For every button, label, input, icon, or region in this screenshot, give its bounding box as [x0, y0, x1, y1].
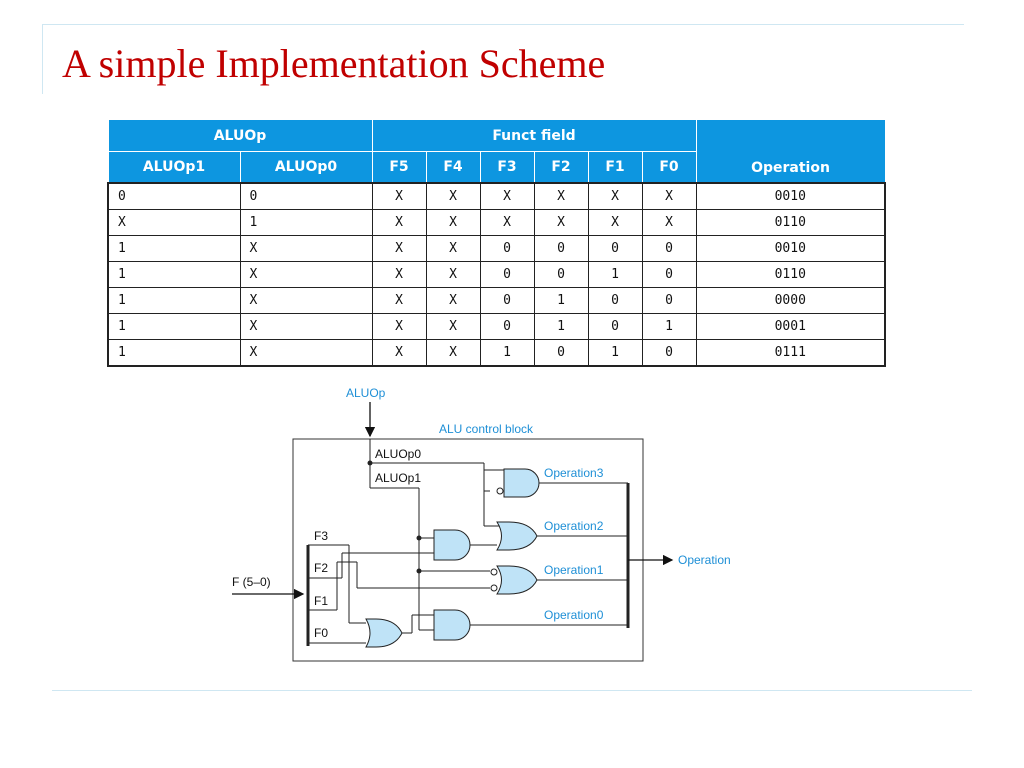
table-cell: X	[479, 209, 535, 236]
aluop1-label: ALUOp1	[375, 471, 421, 485]
f0-label: F0	[314, 626, 328, 640]
subheader-aluop1: ALUOp1	[107, 151, 241, 184]
operation-cell: 0001	[695, 313, 886, 340]
table-cell: 1	[107, 313, 241, 340]
table-cell: 1	[587, 261, 643, 288]
f2-label: F2	[314, 561, 328, 575]
f-input-label: F (5–0)	[232, 575, 271, 589]
and-gate-op2	[433, 529, 471, 561]
or-gate-f3-f0	[365, 618, 403, 648]
f3-label: F3	[314, 529, 328, 543]
table-cell: 0	[107, 182, 241, 210]
table-cell: 0	[587, 313, 643, 340]
table-cell: X	[425, 339, 481, 367]
operation3-label: Operation3	[544, 466, 604, 480]
table-cell: 1	[533, 313, 589, 340]
f1-label: F1	[314, 594, 328, 608]
aluop1-junction	[416, 568, 422, 574]
subheader-f5: F5	[371, 151, 427, 184]
operation1-label: Operation1	[544, 563, 604, 577]
table-cell: X	[239, 261, 373, 288]
header-operation: Operation	[695, 119, 886, 184]
operation-cell: 0010	[695, 235, 886, 262]
table-cell: X	[533, 182, 589, 210]
table-cell: 0	[587, 235, 643, 262]
operation-output-label: Operation	[678, 553, 731, 567]
subheader-f2: F2	[533, 151, 589, 184]
inverter-bubble	[496, 487, 504, 495]
table-cell: 1	[107, 287, 241, 314]
aluop1-junction	[416, 535, 422, 541]
table-cell: 1	[587, 339, 643, 367]
table-cell: X	[371, 182, 427, 210]
subheader-f4: F4	[425, 151, 481, 184]
table-cell: 0	[479, 313, 535, 340]
alu-control-block	[292, 438, 644, 662]
table-cell: 1	[479, 339, 535, 367]
or-gate-op1	[496, 565, 538, 595]
and-gate-op3	[503, 468, 540, 498]
header-funct-field: Funct field	[371, 119, 697, 152]
table-cell: 0	[533, 339, 589, 367]
table-cell: X	[371, 339, 427, 367]
or-gate-op2	[496, 521, 538, 551]
operation-cell: 0111	[695, 339, 886, 367]
table-cell: 0	[641, 339, 697, 367]
subheader-f0: F0	[641, 151, 697, 184]
table-cell: 0	[533, 261, 589, 288]
operation2-label: Operation2	[544, 519, 604, 533]
bottom-divider	[52, 690, 972, 691]
subheader-f1: F1	[587, 151, 643, 184]
table-cell: X	[425, 313, 481, 340]
table-cell: X	[239, 339, 373, 367]
table-cell: X	[371, 261, 427, 288]
table-cell: 0	[479, 235, 535, 262]
aluop0-label: ALUOp0	[375, 447, 421, 461]
inverter-bubble	[490, 584, 498, 592]
table-cell: 1	[641, 313, 697, 340]
top-divider	[42, 24, 964, 25]
table-cell: X	[239, 235, 373, 262]
inverter-bubble	[490, 568, 498, 576]
subheader-aluop0: ALUOp0	[239, 151, 373, 184]
table-cell: X	[425, 261, 481, 288]
table-cell: 0	[641, 235, 697, 262]
left-divider	[42, 24, 43, 94]
table-cell: X	[371, 235, 427, 262]
table-cell: 1	[107, 261, 241, 288]
table-cell: X	[533, 209, 589, 236]
table-cell: X	[641, 209, 697, 236]
table-cell: 1	[533, 287, 589, 314]
table-cell: 1	[107, 339, 241, 367]
operation0-label: Operation0	[544, 608, 604, 622]
header-aluop: ALUOp	[107, 119, 373, 152]
and-gate-op0	[433, 609, 471, 641]
table-cell: X	[239, 287, 373, 314]
block-title: ALU control block	[439, 422, 534, 436]
slide-title: A simple Implementation Scheme	[62, 41, 606, 86]
table-cell: X	[239, 313, 373, 340]
table-cell: 0	[587, 287, 643, 314]
aluop-input-label: ALUOp	[346, 386, 386, 400]
